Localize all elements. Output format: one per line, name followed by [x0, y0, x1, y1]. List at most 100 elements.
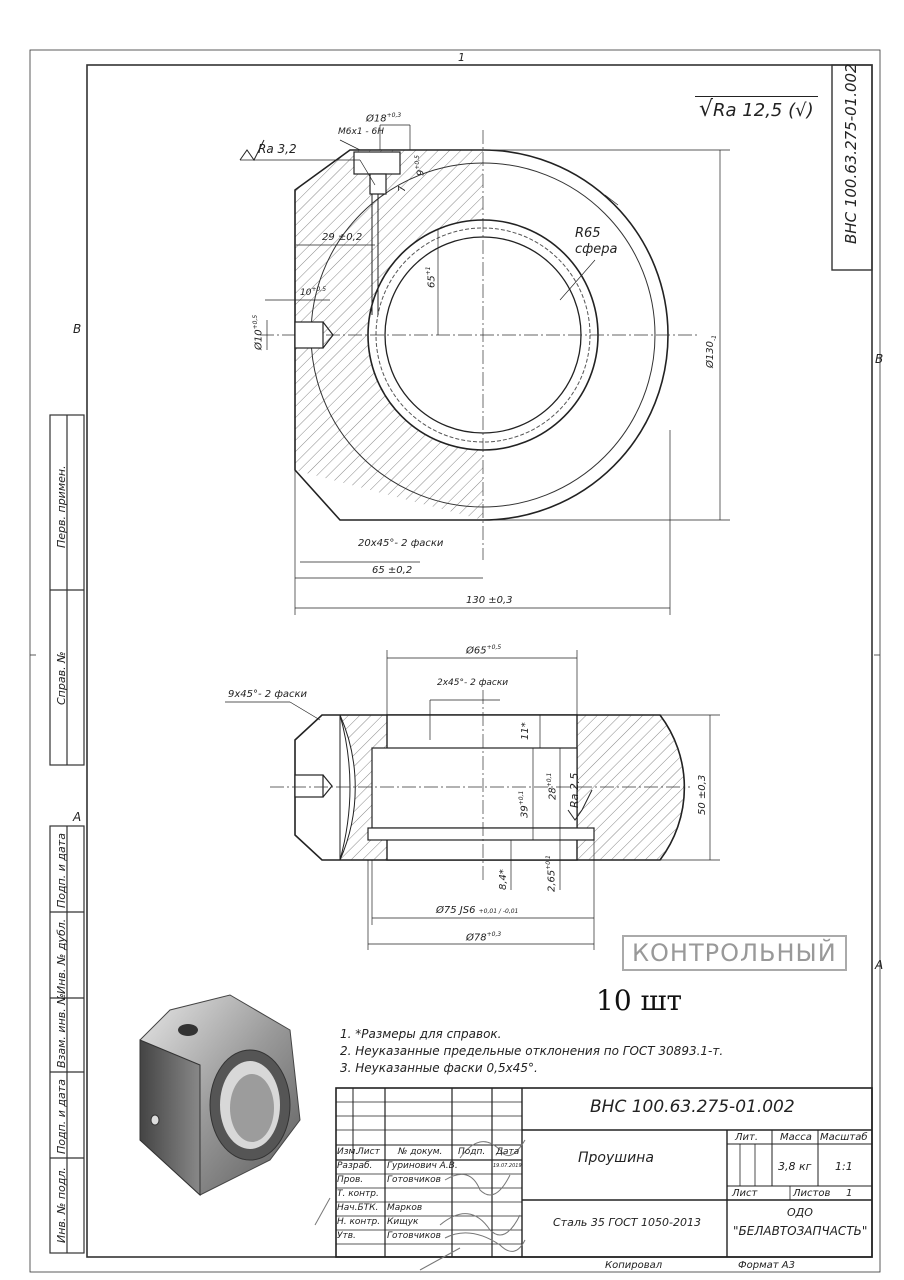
strip-inv-podl: Инв. № подл.: [55, 1167, 68, 1243]
tb-h-list: Лист: [357, 1147, 380, 1157]
tb-part-name: Проушина: [578, 1150, 654, 1166]
tb-person-nachbtk: Марков: [387, 1203, 423, 1213]
note-1: 1. *Размеры для справок.: [340, 1027, 502, 1041]
tb-person-razrab: Гуринович А.В.: [387, 1161, 458, 1171]
left-strip-frame: [49, 414, 85, 1254]
tb-role-razrab: Разраб.: [337, 1161, 373, 1171]
roughness-sign-icon: √: [699, 97, 714, 122]
dim-d84: 8,4*: [498, 869, 509, 890]
title-block-frame: [335, 1087, 873, 1258]
dim-d10h: 10+0,5: [300, 286, 326, 298]
dim-d9-val: 9: [415, 169, 427, 176]
tb-person-utv: Готовчиков: [387, 1231, 441, 1241]
dim-d7: 7: [397, 185, 408, 192]
tb-designation: ВНС 100.63.275-01.002: [590, 1097, 795, 1117]
dim-dia78-tol: +0,3: [486, 931, 502, 938]
dim-dia78-val: Ø78: [466, 932, 487, 944]
tb-massa: Масса: [780, 1132, 812, 1143]
dim-dia65: Ø65+0,5: [466, 644, 501, 656]
tb-material: Сталь 35 ГОСТ 1050-2013: [553, 1216, 701, 1229]
dim-chamfer2: 2x45°- 2 фаски: [437, 678, 509, 688]
dim-d10-val: Ø10: [253, 329, 265, 350]
dim-d130-val: Ø130: [705, 341, 716, 368]
code-box: [831, 64, 873, 271]
control-stamp: КОНТРОЛЬНЫЙ: [622, 935, 847, 971]
dim-dia65-tol: +0,5: [486, 644, 502, 651]
dim-sphere: сфера: [575, 242, 618, 257]
rotated-designation: ВНС 100.63.275-01.002: [842, 63, 860, 244]
tb-kopiroval: Копировал: [605, 1260, 663, 1271]
dim-130-03: 130 ±0,3: [466, 595, 513, 606]
dim-d9: 9+0,5: [414, 155, 426, 176]
strip-podp-data-1: Подп. и дата: [55, 833, 68, 908]
tb-list: Лист: [732, 1188, 758, 1199]
dim-d39-val: 39: [519, 805, 531, 818]
top-view: [239, 124, 730, 615]
dim-d10h-val: 10: [300, 288, 312, 298]
dim-d10-tol: +0,5: [252, 314, 259, 330]
dim-d130-dia: Ø130-1: [705, 335, 718, 368]
dim-d130-tol: -1: [711, 335, 718, 342]
dim-chamfer20: 20x45°- 2 фаски: [358, 538, 444, 549]
tb-role-tkontr: Т. контр.: [337, 1189, 379, 1199]
dim-d11: 11*: [520, 722, 531, 740]
tb-org-line1: ОДО: [787, 1206, 813, 1219]
strip-vzam-inv: Взам. инв. №: [55, 993, 68, 1068]
zone-top: 1: [458, 51, 465, 64]
dim-d265-tol: +0,1: [545, 855, 552, 870]
dim-d65-tol: +1: [425, 266, 432, 276]
tb-mass-value: 3,8 кг: [778, 1160, 812, 1173]
tb-format: Формат А3: [738, 1260, 795, 1271]
dim-d29: 29 ±0,2: [322, 232, 363, 243]
tb-person-nkontr: Кищук: [387, 1217, 419, 1227]
dim-r65: R65: [575, 226, 601, 241]
dim-d39: 39+0,1: [518, 791, 530, 818]
tb-person-prov: Готовчиков: [387, 1175, 441, 1185]
tb-date: 19.07.2019: [493, 1163, 522, 1169]
dim-dia65-val: Ø65: [466, 645, 487, 657]
roughness-bore: Ra 2,5: [568, 772, 581, 808]
dim-d10: Ø10+0,5: [252, 315, 264, 350]
strip-inv-dubl: Инв. № дубл.: [55, 918, 68, 994]
tb-h-docum: № докум.: [398, 1147, 443, 1157]
dim-chamfer9: 9x45°- 2 фаски: [228, 689, 308, 700]
strip-podp-data-2: Подп. и дата: [55, 1079, 68, 1154]
tb-masshtab: Масштаб: [820, 1132, 868, 1143]
tb-role-utv: Утв.: [337, 1231, 356, 1241]
zone-right-b: B: [875, 352, 884, 366]
strip-perv-primen: Перв. примен.: [55, 465, 68, 548]
dim-d265-val: 2,65: [546, 869, 558, 892]
dim-d265: 2,65+0,1: [545, 855, 557, 892]
tb-listov-value: 1: [846, 1188, 853, 1199]
dim-d9-tol: +0,5: [414, 155, 421, 170]
tb-scale-value: 1:1: [835, 1160, 853, 1173]
note-2: 2. Неуказанные предельные отклонения по …: [340, 1044, 724, 1058]
zone-left-b: B: [73, 322, 82, 336]
dim-d50: 50 ±0,3: [697, 774, 708, 815]
roughness-local: Ra 3,2: [258, 142, 297, 156]
dim-d39-tol: +0,1: [518, 790, 525, 806]
dim-dia75-val: Ø75 JS6: [436, 905, 476, 916]
zone-right-a: A: [875, 958, 884, 972]
isometric-model: [139, 994, 301, 1197]
tb-lit: Лит.: [735, 1132, 759, 1143]
dim-d65-vert: 65+1: [425, 266, 437, 288]
dim-d18: Ø18+0,3: [366, 112, 401, 124]
tb-h-podp: Подп.: [458, 1147, 486, 1157]
technical-notes: 1. *Размеры для справок. 2. Неуказанные …: [340, 1026, 723, 1077]
dim-dia78: Ø78+0,3: [466, 931, 501, 943]
zone-left-a: A: [73, 810, 82, 824]
tb-role-prov: Пров.: [337, 1175, 364, 1185]
note-3: 3. Неуказанные фаски 0,5x45°.: [340, 1061, 538, 1075]
dim-thread: M6x1 - 6H: [338, 127, 385, 137]
tb-role-nachbtk: Нач.БТК.: [337, 1203, 379, 1213]
tb-org-line2: "БЕЛАВТОЗАПЧАСТЬ": [733, 1224, 868, 1238]
dim-d18-val: Ø18: [366, 113, 387, 125]
tb-listov: Листов: [793, 1188, 831, 1199]
tb-role-nkontr: Н. контр.: [337, 1217, 381, 1227]
dim-d28-tol: +0,1: [546, 772, 553, 788]
signatures: [314, 1139, 526, 1271]
dim-dia75: Ø75 JS6 +0,01 / -0,01: [436, 905, 518, 916]
dim-d28: 28+0,1: [546, 773, 558, 800]
